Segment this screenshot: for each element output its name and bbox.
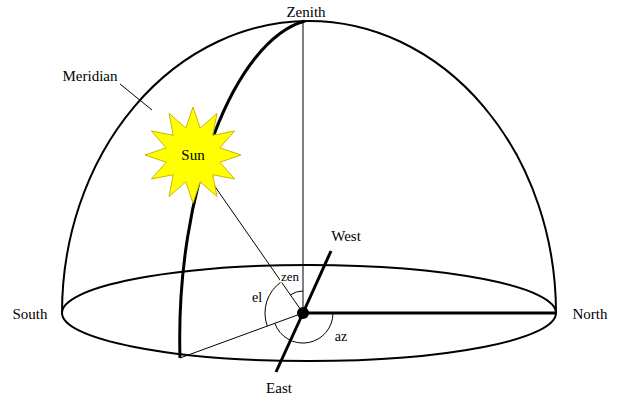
zenith-angle-arc [290,291,303,295]
sun-star: Sun [144,106,242,204]
zenith-line [303,22,304,313]
axis-label: Meridian [62,69,119,84]
axis-label: East [265,381,293,396]
sun-label: Sun [181,148,204,163]
axis-label: South [11,307,48,322]
axis-label: az [334,330,348,344]
leader-line [120,84,152,110]
meridian-arc [180,21,305,358]
axis-label: West [330,229,362,244]
dome-outline [62,21,556,313]
axis-label: el [251,291,263,305]
west-axis [303,251,331,313]
horizon-ellipse [62,265,556,361]
elevation-arc [265,282,281,326]
axis-label: North [572,307,609,322]
axis-label: zen [280,270,300,283]
north-axis [303,312,556,315]
observer-dot [297,307,309,319]
axis-label: Zenith [285,5,326,20]
star-outline [145,107,241,203]
